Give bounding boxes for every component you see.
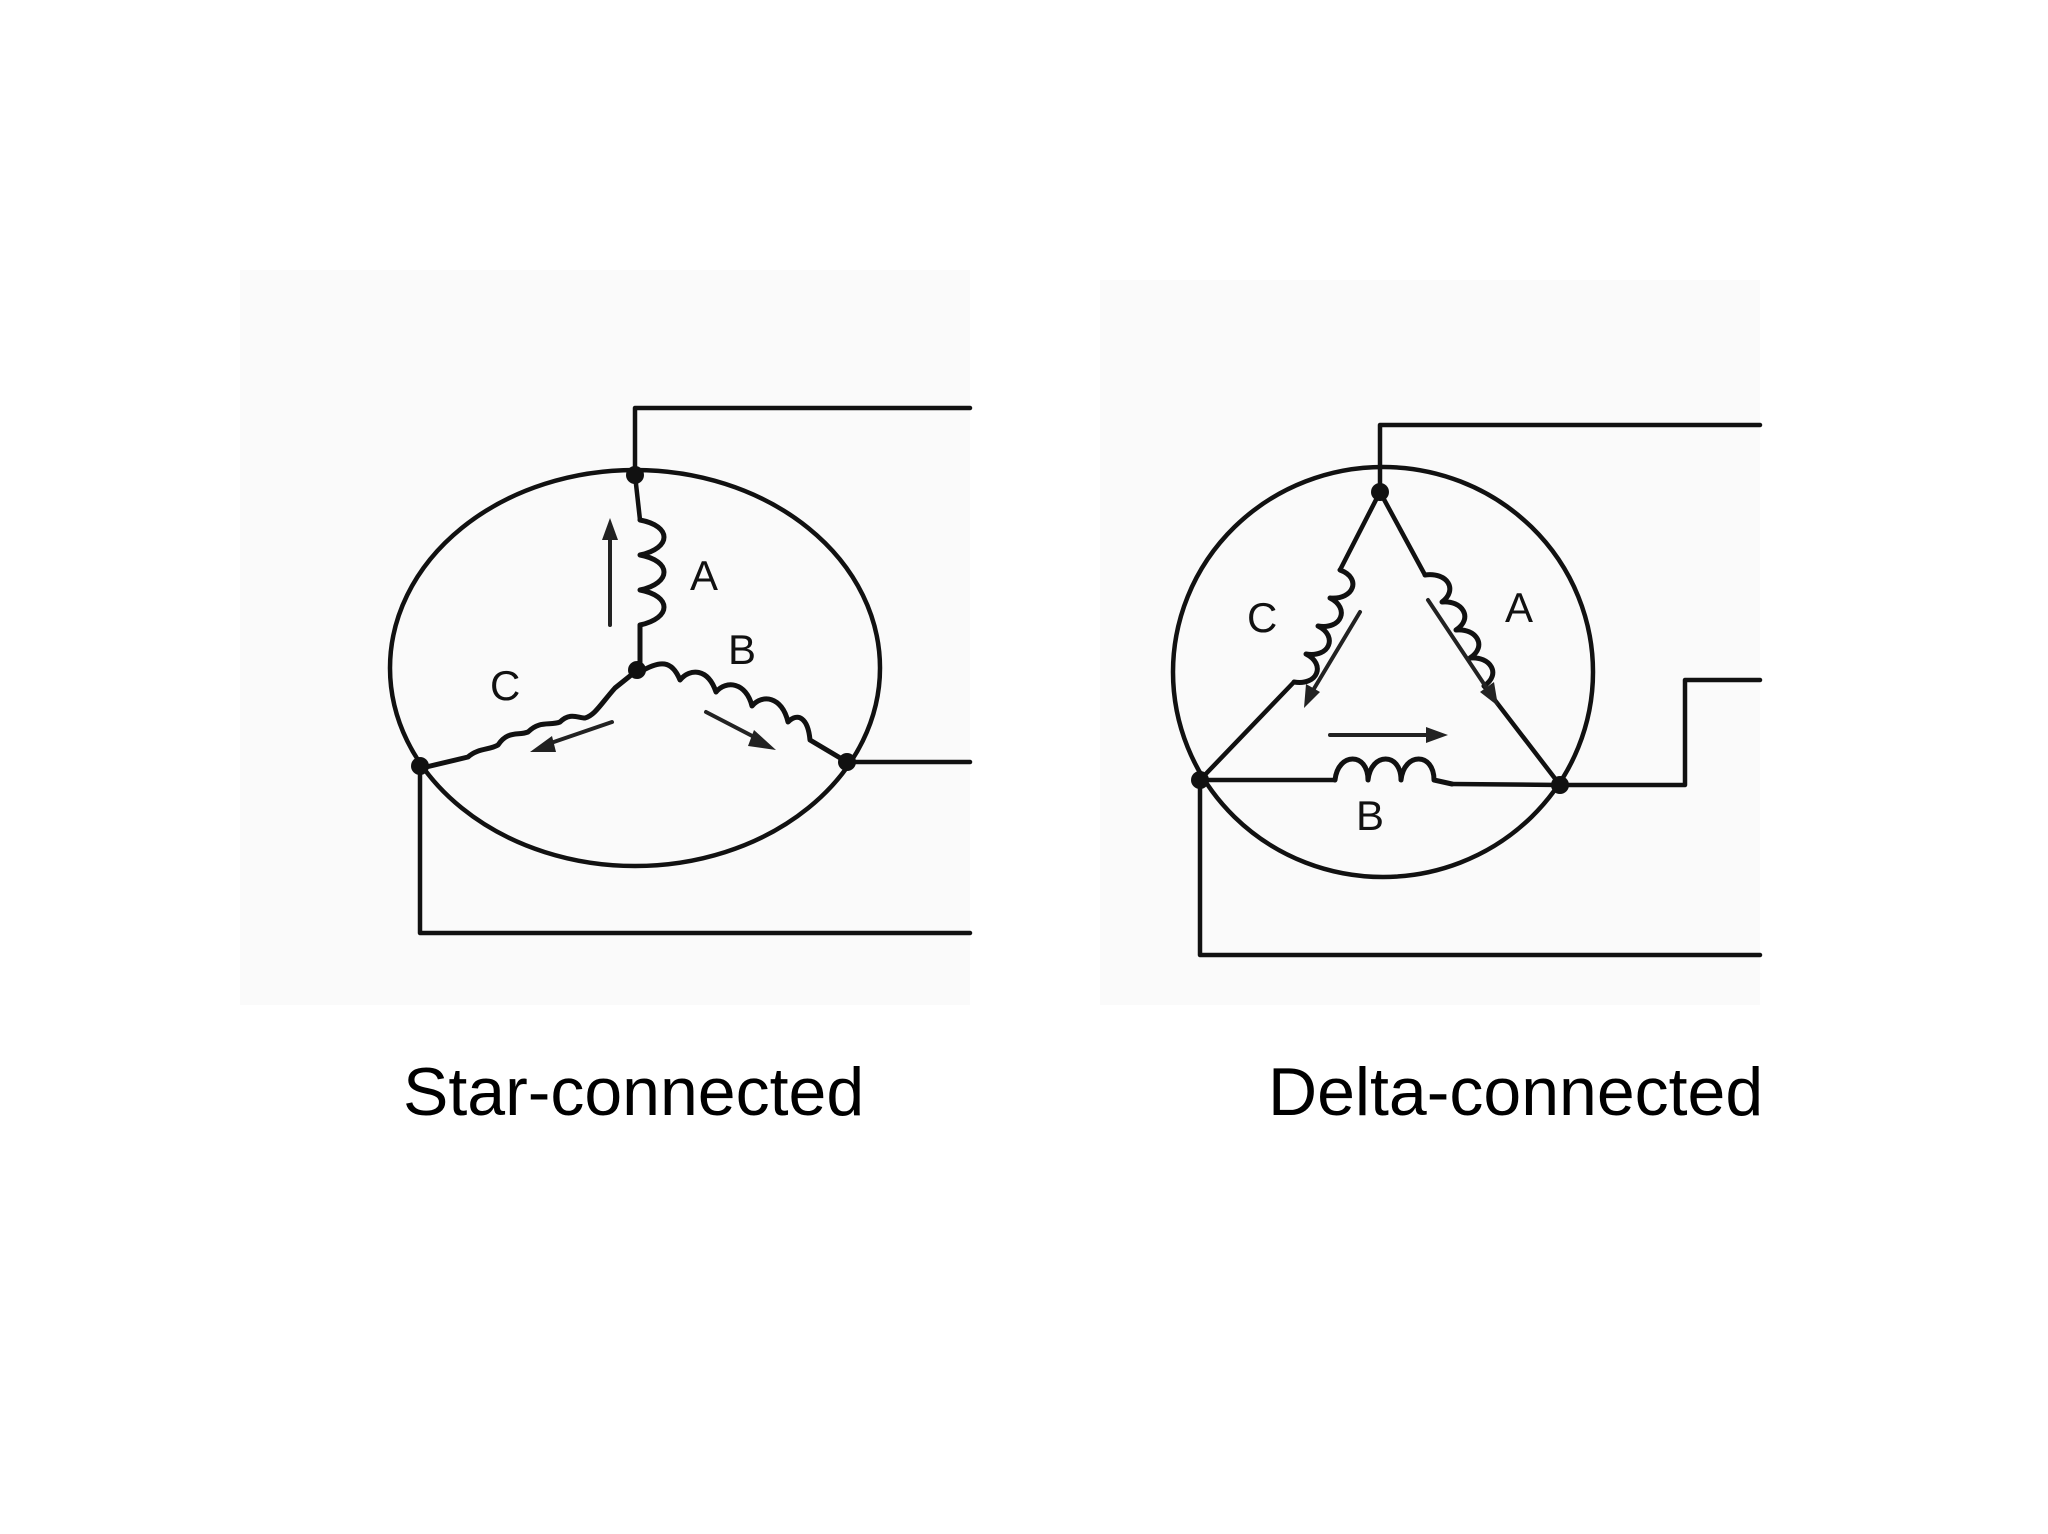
star-node-top	[626, 466, 644, 484]
delta-connected-diagram: A B C	[1170, 422, 1763, 958]
star-node-left	[411, 757, 429, 775]
delta-terminal-line-top	[1377, 422, 1763, 495]
delta-winding-c	[1197, 489, 1383, 783]
delta-winding-b	[1197, 756, 1563, 788]
star-arrow-c-icon	[530, 720, 614, 752]
star-terminal-line-top	[632, 405, 973, 478]
star-winding-label-c: C	[490, 662, 520, 709]
star-winding-c	[419, 669, 638, 771]
star-winding-label-b: B	[728, 626, 756, 673]
delta-terminal-line-bottom	[1197, 777, 1763, 958]
star-node-right	[838, 753, 856, 771]
delta-stator-circle	[1170, 464, 1596, 880]
star-arrow-b-icon	[704, 710, 776, 750]
delta-node-top	[1371, 483, 1389, 501]
delta-arrow-b-icon	[1328, 727, 1448, 743]
star-arrow-a-icon	[602, 518, 618, 627]
star-node-neutral	[628, 661, 646, 679]
delta-winding-label-c: C	[1247, 594, 1277, 641]
delta-winding-label-a: A	[1505, 584, 1533, 631]
delta-winding-label-b: B	[1356, 792, 1384, 839]
delta-diagram-background	[1100, 280, 1760, 1005]
star-winding-b	[637, 661, 850, 765]
delta-node-left	[1191, 771, 1209, 789]
delta-arrow-a-icon	[1426, 598, 1498, 706]
star-winding-a	[632, 472, 667, 671]
delta-connected-caption: Delta-connected	[1268, 1054, 1764, 1130]
delta-winding-a	[1377, 489, 1563, 788]
delta-arrow-c-icon	[1304, 610, 1362, 708]
star-winding-label-a: A	[690, 552, 718, 599]
star-connected-diagram: A B C	[387, 405, 973, 936]
star-diagram-background	[240, 270, 970, 1005]
star-terminal-line-bottom	[417, 765, 973, 936]
star-connected-caption: Star-connected	[403, 1054, 865, 1130]
delta-node-right	[1551, 776, 1569, 794]
delta-terminal-line-right	[1557, 677, 1763, 788]
